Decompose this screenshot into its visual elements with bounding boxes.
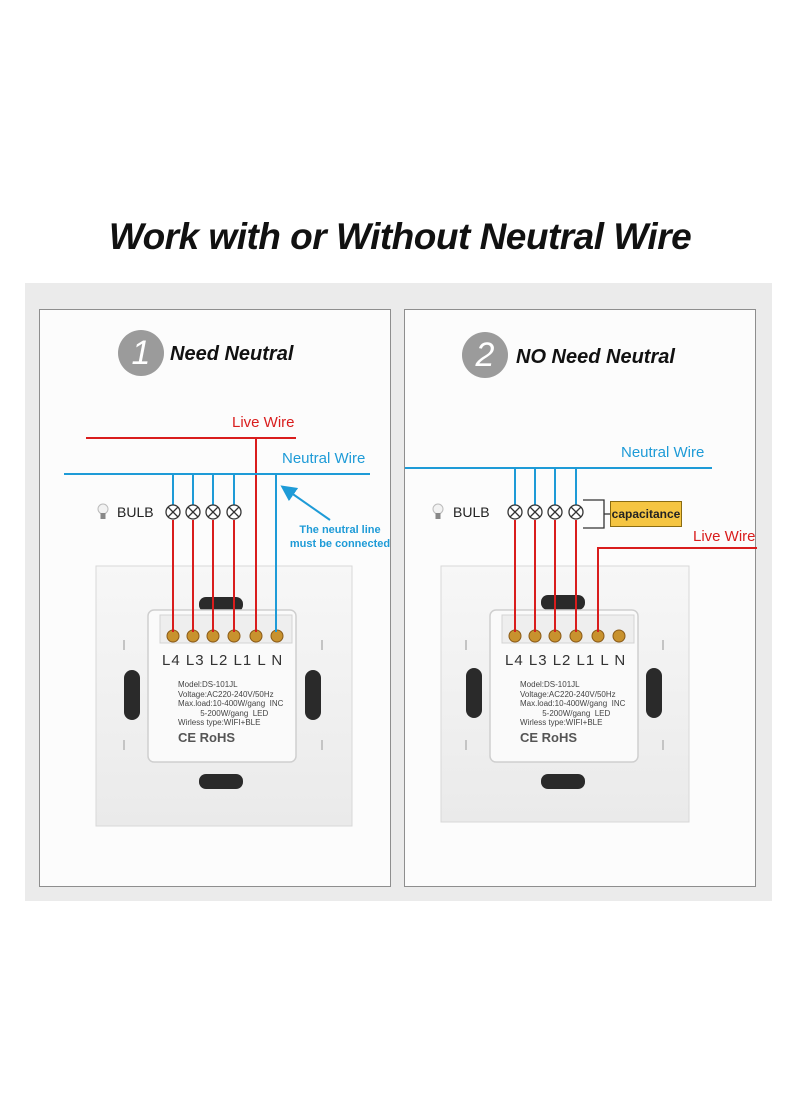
capacitance-link (583, 499, 611, 529)
switch-module-2 (489, 609, 639, 763)
mount-slot (199, 774, 243, 789)
spec-voltage: Voltage:AC220-240V/50Hz (520, 689, 616, 699)
terminal-labels-2: L4 L3 L2 L1 L N (505, 652, 627, 669)
lamp-neutral-drops-1 (172, 474, 235, 505)
neutral-wire-label-2: Neutral Wire (621, 444, 705, 461)
lamp-symbols-2 (507, 504, 584, 520)
mount-slot (466, 668, 482, 718)
step-number-2: 2 (462, 332, 508, 378)
terminal-labels-1: L4 L3 L2 L1 L N (162, 652, 284, 669)
bulb-label-2: BULB (453, 504, 490, 520)
spec-maxload-led: 5-200W/gang LED (542, 708, 611, 718)
live-wire-1 (86, 437, 296, 632)
spec-wireless: Wirless type:WIFI+BLE (178, 718, 261, 727)
screw-terminals-2 (508, 629, 626, 643)
cert-marks-1: CE RoHS (178, 730, 236, 745)
neutral-wire-1 (64, 473, 370, 632)
switch-device-1 (95, 565, 353, 827)
page-title: Work with or Without Neutral Wire (108, 216, 692, 257)
lamp-neutral-drops-2 (514, 468, 577, 505)
neutral-arrow (280, 485, 331, 521)
device-spec-2: Model:DS-101JL Voltage:AC220-240V/50Hz M… (520, 680, 625, 728)
mount-slot (199, 597, 243, 612)
spec-model: Model:DS-101JL (178, 680, 238, 689)
neutral-note: The neutral line must be connected (280, 523, 400, 551)
lamp-symbols-1 (165, 504, 242, 520)
switch-module-1 (147, 609, 297, 763)
spec-maxload: Max.load:10-400W/gang INC (178, 699, 284, 708)
neutral-note-line2: must be connected (289, 538, 391, 550)
spec-maxload: Max.load:10-400W/gang INC (520, 699, 626, 708)
capacitance-box: capacitance (610, 501, 682, 527)
spec-model: Model:DS-101JL (520, 680, 580, 689)
bulb-label-1: BULB (117, 504, 154, 520)
cert-marks-2: CE RoHS (520, 730, 578, 745)
mount-slot (541, 774, 585, 789)
live-wire-label-1: Live Wire (232, 414, 295, 431)
mount-slot (124, 670, 140, 720)
device-spec-1: Model:DS-101JL Voltage:AC220-240V/50Hz M… (178, 680, 283, 728)
switched-lines-2 (514, 520, 577, 632)
spec-wireless: Wirless type:WIFI+BLE (520, 718, 603, 727)
mount-slot (305, 670, 321, 720)
mount-slot (646, 668, 662, 718)
step-heading-2: NO Need Neutral (516, 346, 675, 368)
step-number-1: 1 (118, 330, 164, 376)
step-heading-1: Need Neutral (170, 343, 294, 365)
spec-voltage: Voltage:AC220-240V/50Hz (178, 689, 274, 699)
spec-maxload-led: 5-200W/gang LED (200, 708, 269, 718)
neutral-note-line1: The neutral line (299, 524, 381, 536)
bulb-icon-2 (432, 503, 444, 519)
bulb-icon-1 (97, 503, 109, 519)
switch-device-2 (440, 565, 690, 823)
live-wire-2 (597, 547, 757, 632)
switched-lines-1 (172, 520, 235, 632)
neutral-wire-label-1: Neutral Wire (282, 450, 366, 467)
mount-slot (541, 595, 585, 610)
live-wire-label-2: Live Wire (693, 528, 756, 545)
